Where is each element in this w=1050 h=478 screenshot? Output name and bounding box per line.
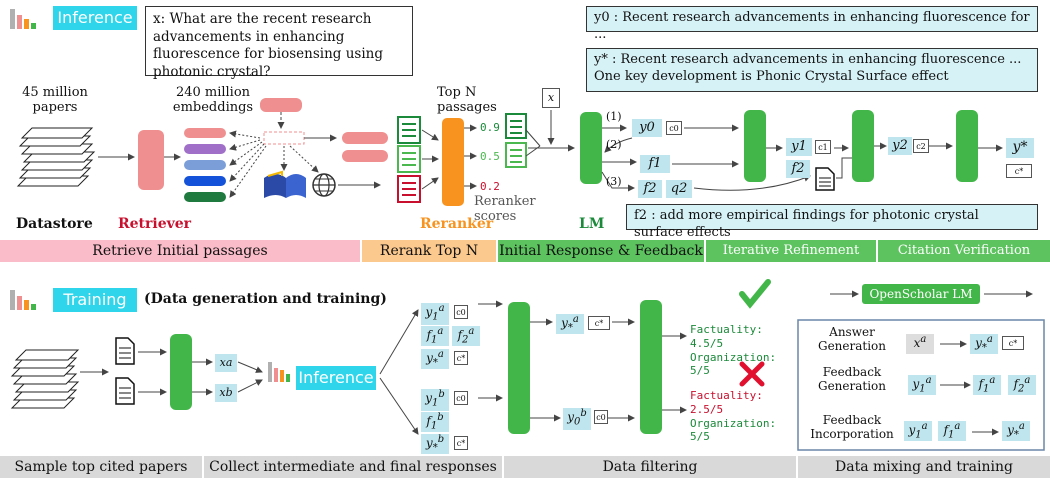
fa2-tag: f2a: [452, 326, 480, 346]
inference-label: Inference: [53, 6, 137, 30]
stage-initial-response: Initial Response & Feedback: [498, 240, 704, 262]
stage-citation: Citation Verification: [878, 240, 1050, 262]
stage-filtering: Data filtering: [504, 456, 796, 478]
training-label: Training: [53, 288, 137, 312]
xa-tag: xa: [215, 354, 237, 372]
factuality-bad: Factuality:2.5/5 Organization:5/5: [690, 389, 777, 444]
doc-top-1: [505, 113, 527, 139]
c1-tag: c1: [815, 140, 831, 154]
step-1: (1): [606, 110, 622, 123]
check-icon: [739, 279, 771, 309]
training-subtitle: (Data generation and training): [144, 291, 387, 307]
x-input-box: x: [542, 88, 560, 108]
c0-filtered: c0: [594, 410, 608, 424]
cross-icon: [739, 361, 765, 387]
ya-star-mix-2: y*a: [1002, 421, 1030, 441]
fa1-tag: f1a: [421, 326, 449, 346]
fa2-mix: f2a: [1008, 375, 1036, 395]
query-box: x: What are the recent research advancem…: [145, 6, 413, 80]
lm-block: [580, 112, 602, 184]
inference-diagram: [16, 98, 1003, 206]
globe-icon: [312, 173, 336, 197]
f2-tag-2: f2: [786, 160, 810, 178]
yb-star-tag: y*b: [421, 434, 449, 454]
ya1-mix-2: y1a: [904, 421, 932, 441]
y1-tag: y1: [786, 138, 812, 156]
f2-tag: f2: [638, 180, 662, 198]
openscholar-lm: OpenScholar LM: [862, 284, 980, 304]
training-diagram: [10, 279, 1045, 451]
answer-generation-label: Answer Generation: [817, 325, 887, 353]
xb-tag: xb: [215, 384, 237, 402]
f2-description: f2 : add more empirical findings for pho…: [626, 204, 1038, 240]
factuality-good: Factuality:4.5/5 Organization:5/5: [690, 323, 777, 378]
datastore-label: Datastore: [16, 216, 93, 232]
feedback-incorporation-label: Feedback Incorporation: [810, 413, 894, 441]
score-3: 0.2: [480, 180, 500, 193]
stage-mixing: Data mixing and training: [798, 456, 1050, 478]
c0-tag-b: c0: [454, 391, 468, 405]
doc-icon: [815, 167, 835, 191]
doc-green-1: [397, 116, 421, 144]
stage-rerank: Rerank Top N: [362, 240, 496, 262]
stage-collect: Collect intermediate and final responses: [204, 456, 502, 478]
step-2: (2): [606, 138, 622, 151]
fa1-mix: f1a: [973, 375, 1001, 395]
score-2: 0.5: [480, 150, 500, 163]
step-3: (3): [606, 175, 622, 188]
stage-iterative: Iterative Refinement: [706, 240, 876, 262]
yb1-tag: y1b: [421, 389, 449, 411]
doc-top-2: [505, 142, 527, 168]
fa1-mix-2: f1a: [938, 421, 966, 441]
c2-tag: c2: [913, 139, 929, 153]
score-1: 0.9: [480, 121, 500, 134]
yb0-filtered: y0b: [563, 408, 591, 430]
ya1-mix: y1a: [908, 375, 936, 395]
c0-tag: c0: [666, 121, 682, 135]
ya1-tag: y1a: [421, 303, 449, 325]
inference-label-2: Inference: [296, 366, 376, 390]
xa-mix-tag: xa: [906, 334, 934, 354]
cstar-filtered: c*: [588, 316, 610, 330]
datastore-icon: [16, 127, 96, 187]
feedback-generation-label: Feedback Generation: [817, 365, 887, 393]
retriever-label: Retriever: [118, 216, 192, 232]
ystar-tag: y*: [1006, 138, 1034, 158]
ystar-description: y* : Recent research advancements in enh…: [586, 48, 1038, 92]
cstar-tag: c*: [1006, 164, 1032, 178]
fb1-tag: f1b: [421, 412, 449, 432]
cstar-tag-a: c*: [454, 351, 468, 365]
y0-description: y0 : Recent research advancements in enh…: [586, 6, 1038, 42]
q2-tag: q2: [666, 180, 692, 198]
logo-icon: [10, 7, 50, 31]
y0-tag: y0: [632, 119, 662, 137]
ya-star-filtered: y*a: [556, 314, 584, 334]
stage-retrieve: Retrieve Initial passages: [0, 240, 360, 262]
c0-tag-a: c0: [454, 305, 468, 319]
top-n-label: Top N passages: [437, 85, 497, 115]
reranker-label: Reranker: [420, 216, 494, 232]
book-icon: [264, 170, 306, 198]
ya-star-tag: y*a: [421, 349, 449, 369]
reranker-scores-label: Reranker scores: [474, 194, 536, 224]
doc-red: [397, 175, 421, 203]
reranker-block: [442, 118, 464, 206]
doc-green-2: [397, 145, 421, 173]
stage-sample: Sample top cited papers: [0, 456, 202, 478]
cstar-mix: c*: [1002, 336, 1024, 350]
y2-tag: y2: [888, 137, 912, 155]
lm-label: LM: [579, 216, 605, 232]
cstar-tag-b: c*: [454, 436, 468, 450]
retriever-block: [138, 130, 164, 190]
f1-tag: f1: [640, 155, 670, 173]
ya-star-mix: y*a: [970, 334, 998, 354]
logo-icon-2: [10, 288, 50, 312]
